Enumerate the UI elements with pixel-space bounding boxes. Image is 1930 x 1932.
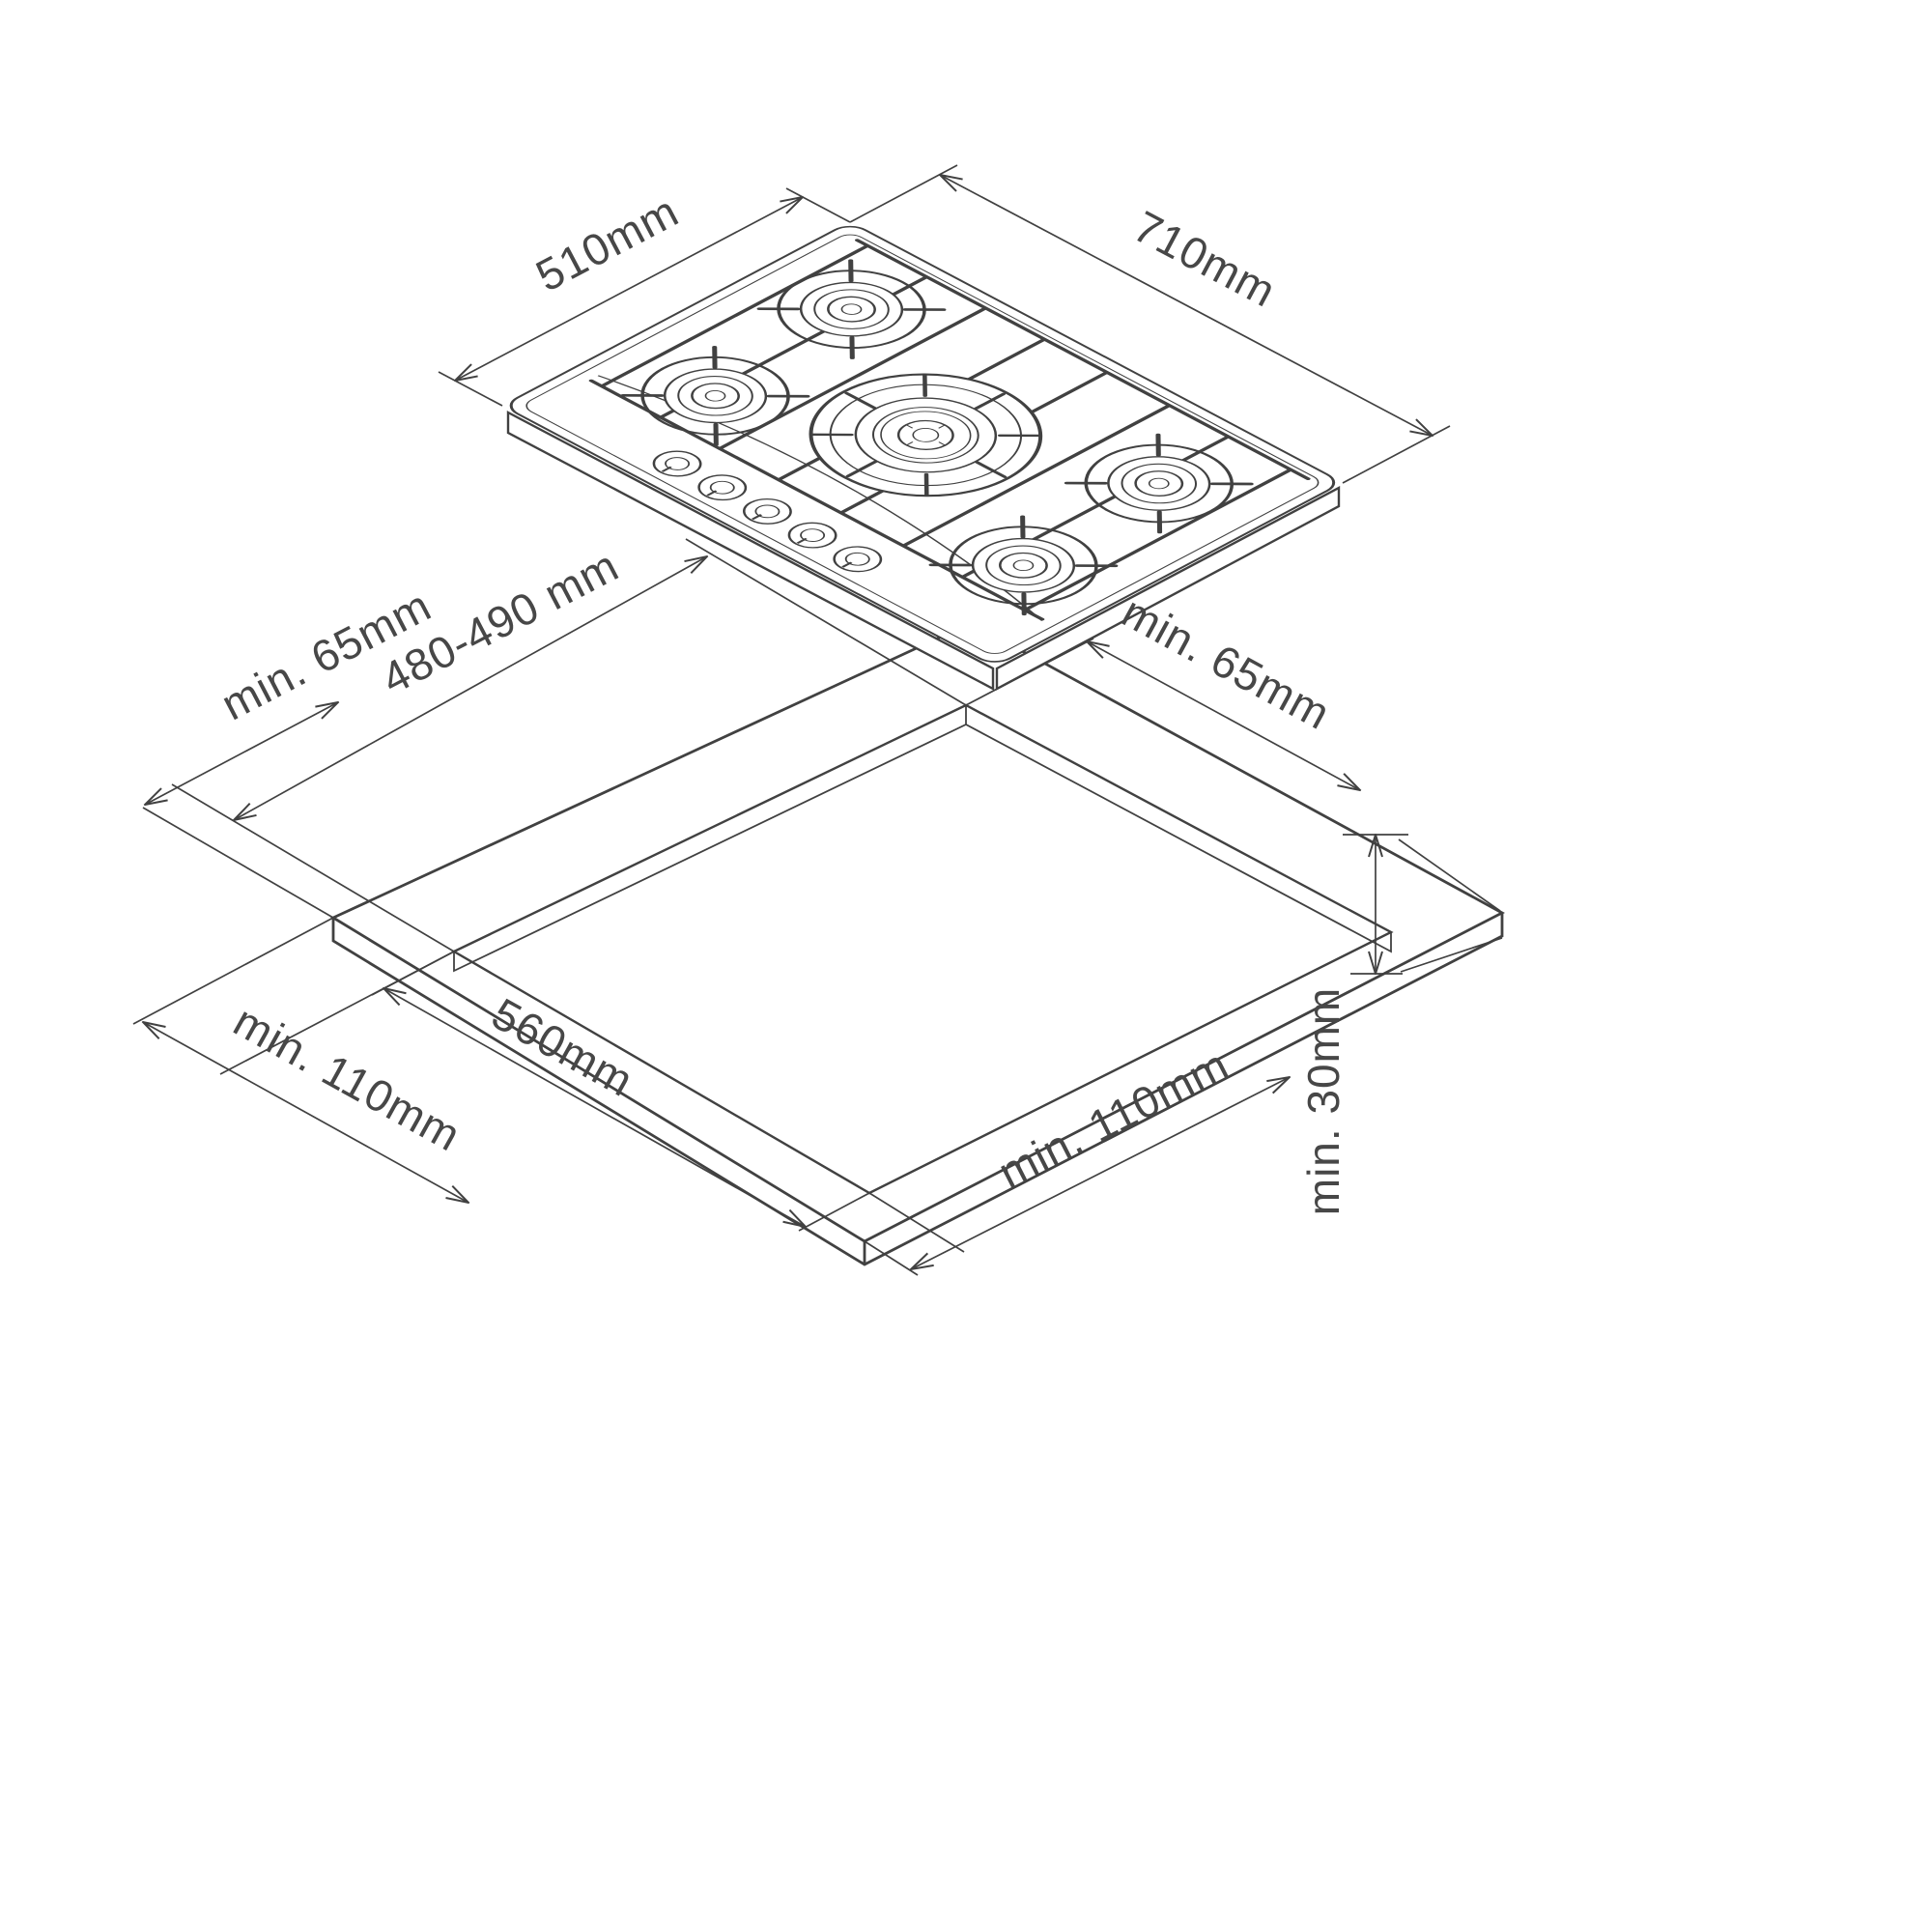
- side-clearance-right-label: min. 65mm: [1114, 586, 1339, 740]
- dimension-510: [438, 187, 851, 407]
- worktop-thickness-edges: [331, 913, 1504, 1266]
- hob-front-right-skirt: [995, 486, 1341, 692]
- hob-front-left-skirt: [506, 411, 995, 691]
- worktop-thickness-label: min. 30mm: [1298, 987, 1348, 1215]
- dimension-110-right: [864, 1077, 1290, 1276]
- dimension-30-thickness: [1343, 835, 1503, 974]
- hob-depth-label: 510mm: [527, 185, 686, 301]
- cutout-inner-wall: [453, 705, 1392, 973]
- hob-dimensions: [438, 164, 1451, 484]
- hob-width-label: 710mm: [1125, 201, 1284, 317]
- dimension-710: [849, 164, 1451, 484]
- dimension-110-left: [132, 917, 468, 1203]
- dimension-480-490: [234, 538, 967, 820]
